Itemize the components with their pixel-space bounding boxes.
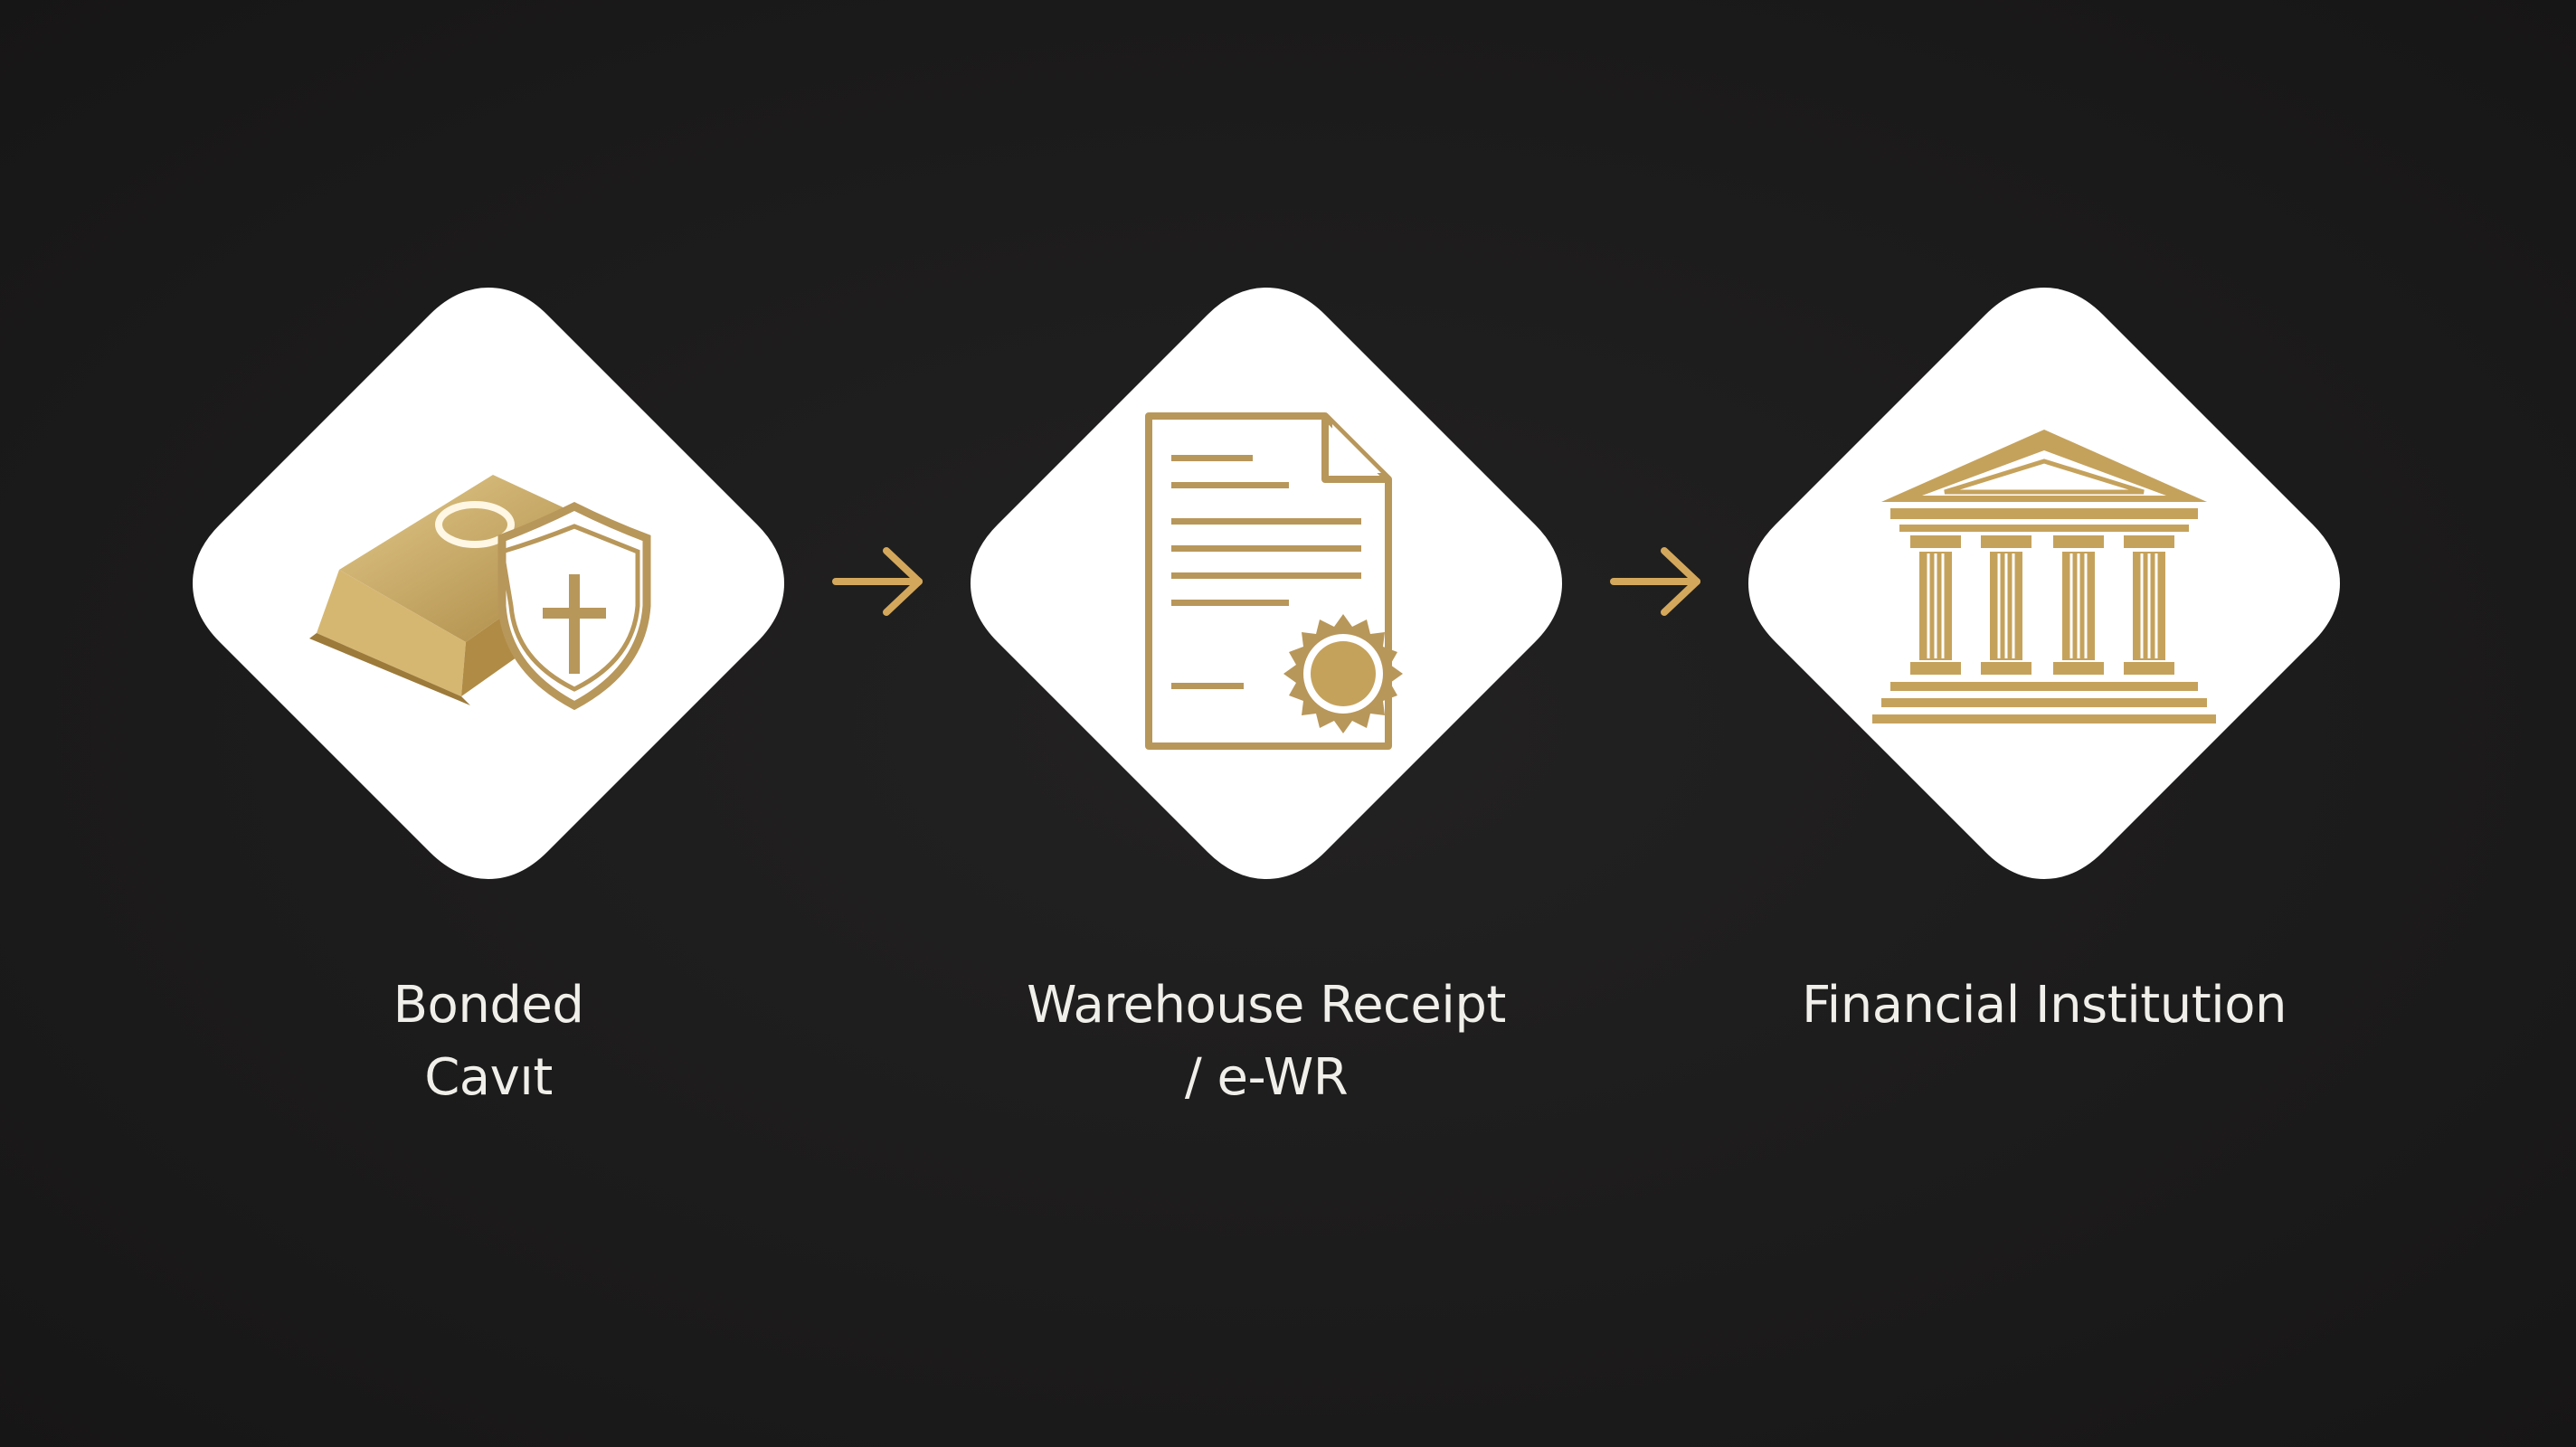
step-1-label-line-1: Bonded <box>393 976 584 1035</box>
arrow-right-icon <box>1610 547 1700 616</box>
diamond-shape <box>1748 288 2340 879</box>
step-2-diamond <box>954 271 1578 895</box>
step-1-diamond <box>176 271 800 895</box>
step-1-label: Bonded Cavıt <box>172 969 805 1114</box>
step-3-diamond <box>1732 271 2356 895</box>
step-2-label-line-1: Warehouse Receipt <box>1027 976 1506 1035</box>
step-3-label: Financial Institution <box>1728 969 2361 1042</box>
step-1-label-line-2: Cavıt <box>424 1048 553 1107</box>
bank-building-icon <box>1872 430 2216 724</box>
arrow-right-icon <box>832 547 923 616</box>
step-2-label: Warehouse Receipt / e-WR <box>950 969 1583 1114</box>
gold-bar-shield-icon <box>309 475 651 711</box>
step-2-label-line-2: / e-WR <box>1184 1048 1349 1107</box>
step-3-label-line-1: Financial Institution <box>1802 976 2287 1035</box>
certificate-document-icon <box>1145 412 1403 750</box>
